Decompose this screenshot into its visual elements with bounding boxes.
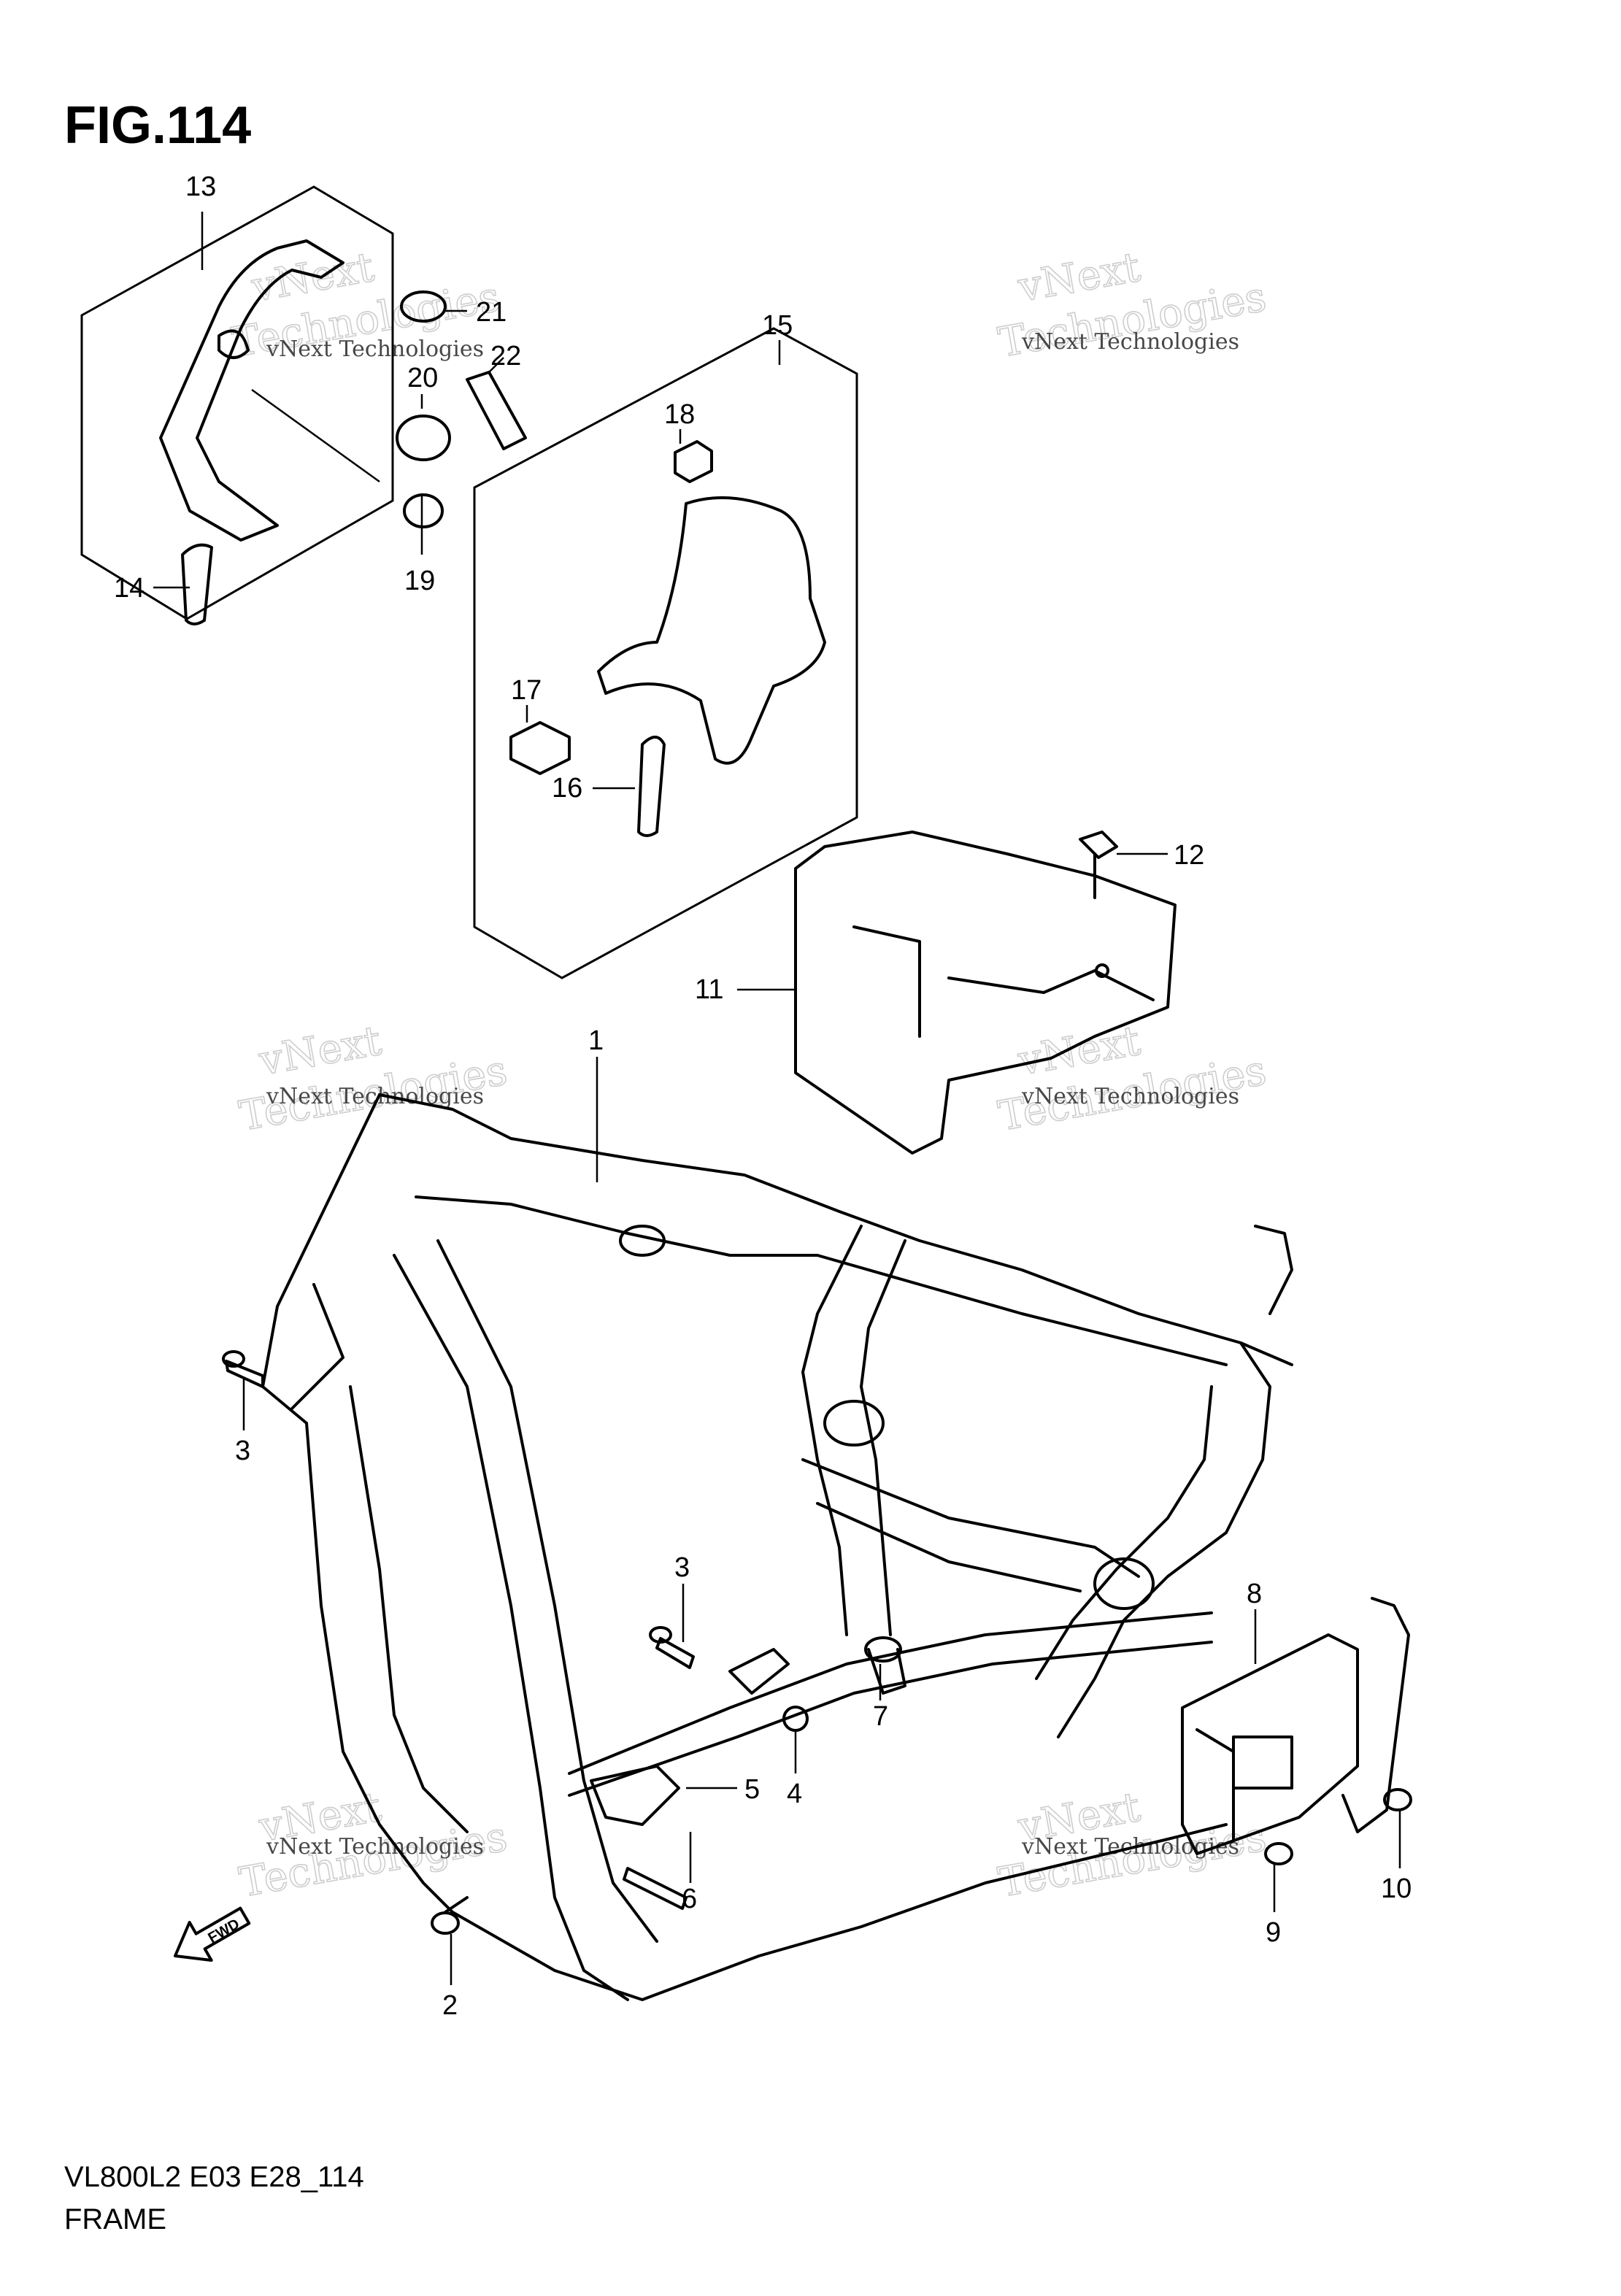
bolt-10 bbox=[1383, 1788, 1412, 1811]
model-code: VL800L2 E03 E28_114 bbox=[64, 2161, 364, 2193]
battery-holder-edge bbox=[852, 925, 921, 1038]
callout-labels: 13 14 15 18 17 16 19 20 21 22 12 11 1 3 … bbox=[114, 172, 1412, 2021]
callout-18: 18 bbox=[664, 399, 695, 430]
watermark-group: vNext Technologies vNext Technologies vN… bbox=[228, 243, 1270, 1908]
kit-outline-13 bbox=[80, 185, 394, 620]
side-cover-part bbox=[597, 496, 826, 765]
kit-outline-15 bbox=[473, 327, 858, 979]
watermark-text: vNext Technologies bbox=[266, 336, 484, 362]
frame-cover-slot bbox=[217, 329, 250, 359]
battery-holder-edge bbox=[947, 969, 1155, 1001]
bolt-2 bbox=[431, 1911, 460, 1935]
callout-17: 17 bbox=[511, 675, 542, 706]
watermark: vNext Technologies bbox=[235, 1017, 511, 1141]
plate-part bbox=[728, 1648, 790, 1695]
callout-1: 1 bbox=[588, 1025, 604, 1056]
callout-13: 13 bbox=[185, 172, 216, 202]
watermark: vNext Technologies bbox=[994, 1017, 1270, 1141]
callout-22: 22 bbox=[490, 341, 521, 371]
battery-holder-11 bbox=[794, 831, 1177, 1155]
section-name: FRAME bbox=[64, 2203, 166, 2235]
spacer-19 bbox=[403, 493, 444, 528]
callout-15: 15 bbox=[762, 310, 793, 341]
callout-2: 2 bbox=[442, 1990, 458, 2021]
pad-part-18 bbox=[674, 440, 713, 483]
callout-11: 11 bbox=[695, 974, 723, 1005]
bolt-3 bbox=[222, 1350, 264, 1388]
figure-title: FIG.114 bbox=[64, 96, 251, 155]
watermark-text: vNext Technologies bbox=[266, 1834, 484, 1860]
bolt-6 bbox=[623, 1867, 688, 1910]
kit-divider bbox=[251, 388, 380, 483]
collar-7 bbox=[864, 1636, 902, 1663]
bolt-3-lower bbox=[649, 1626, 695, 1669]
callout-9: 9 bbox=[1266, 1917, 1281, 1948]
grommet-20 bbox=[396, 415, 451, 461]
callout-7: 7 bbox=[873, 1701, 888, 1732]
bolt-2-shank bbox=[444, 1896, 469, 1914]
callout-8: 8 bbox=[1247, 1579, 1262, 1609]
collar-7-body bbox=[867, 1648, 906, 1695]
cushion-part-14 bbox=[181, 543, 213, 625]
callout-20: 20 bbox=[407, 363, 438, 393]
main-frame-1 bbox=[261, 1093, 1293, 2001]
callout-6: 6 bbox=[682, 1884, 697, 1914]
callout-14: 14 bbox=[114, 573, 145, 604]
callout-4: 4 bbox=[787, 1779, 802, 1809]
tube-22 bbox=[466, 371, 527, 450]
pad-part-17 bbox=[509, 721, 571, 775]
grommet-21 bbox=[400, 290, 447, 323]
bolt-9 bbox=[1264, 1842, 1293, 1865]
bracket-5 bbox=[590, 1765, 680, 1826]
fwd-arrow-icon: FWD bbox=[174, 1906, 251, 1962]
leader-lines bbox=[153, 212, 1401, 1985]
callout-5: 5 bbox=[744, 1774, 760, 1805]
callout-3-lower: 3 bbox=[674, 1552, 690, 1583]
bracket-8 bbox=[1181, 1597, 1410, 1855]
callout-3-upper: 3 bbox=[235, 1436, 250, 1466]
bolt-hole bbox=[1095, 963, 1109, 978]
cushion-part-16 bbox=[637, 736, 666, 837]
callout-21: 21 bbox=[476, 297, 507, 328]
watermark-text: vNext Technologies bbox=[1021, 1084, 1239, 1109]
callout-12: 12 bbox=[1174, 840, 1204, 871]
watermark-text: vNext Technologies bbox=[1021, 329, 1239, 355]
callout-10: 10 bbox=[1381, 1873, 1412, 1904]
frame-cover-part bbox=[159, 239, 344, 542]
callout-16: 16 bbox=[552, 773, 582, 804]
bolt-12 bbox=[1079, 831, 1118, 899]
callout-19: 19 bbox=[404, 566, 435, 596]
